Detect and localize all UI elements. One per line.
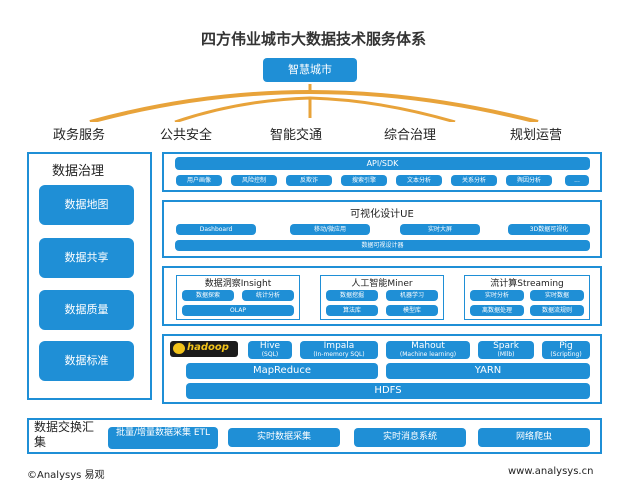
smart-city-box: 智慧城市	[263, 58, 357, 82]
hadoop-elephant-icon	[173, 343, 185, 354]
connector-arcs	[89, 84, 539, 122]
pig-box: Pig (Scripting)	[542, 341, 590, 359]
api-item-user-profile: 用户画像	[176, 175, 222, 186]
category-gov-services: 政务服务	[53, 128, 106, 143]
miner-model-lib: 模型库	[386, 305, 438, 316]
exchange-title: 数据交换汇集	[34, 420, 95, 449]
streaming-realtime-analysis: 实时分析	[470, 290, 524, 301]
hive-box: Hive (SQL)	[248, 341, 292, 359]
api-sdk-bar: API/SDK	[175, 157, 590, 170]
governance-title: 数据治理	[52, 164, 105, 179]
mapreduce-bar: MapReduce	[186, 363, 378, 379]
mahout-sub: (Machine learning)	[399, 351, 457, 358]
viz-designer-bar: 数据可视设计器	[175, 240, 590, 251]
data-map-box: 数据地图	[39, 185, 134, 225]
analytics-panel	[162, 266, 602, 326]
pig-label: Pig	[559, 341, 573, 351]
insight-box	[176, 275, 300, 320]
data-quality-box: 数据质量	[39, 290, 134, 330]
insight-title: 数据洞察Insight	[204, 279, 272, 289]
streaming-realtime-data: 实时数据	[530, 290, 584, 301]
yarn-bar: YARN	[386, 363, 590, 379]
hive-sub: (SQL)	[261, 351, 279, 358]
viz-mobile-app: 移动/微应用	[290, 224, 370, 235]
exchange-etl: 批量/增量数据采集 ETL	[108, 427, 218, 449]
category-planning: 规划运营	[510, 128, 563, 143]
impala-label: Impala	[323, 341, 355, 351]
api-item-text-analysis: 文本分析	[396, 175, 442, 186]
spark-box: Spark (Mllb)	[478, 341, 534, 359]
hadoop-logo-text: hadoop	[187, 342, 229, 353]
streaming-title: 流计算Streaming	[490, 279, 564, 289]
insight-stats: 统计分析	[242, 290, 294, 301]
viz-title: 可视化设计UE	[350, 209, 414, 220]
mahout-box: Mahout (Machine learning)	[386, 341, 470, 359]
api-item-anti-fraud: 反欺诈	[286, 175, 332, 186]
data-standard-box: 数据标准	[39, 341, 134, 381]
miner-algorithm-lib: 算法库	[326, 305, 378, 316]
data-share-box: 数据共享	[39, 238, 134, 278]
api-item-risk-control: 风险控制	[231, 175, 277, 186]
streaming-box	[464, 275, 590, 320]
api-item-more: ...	[565, 175, 589, 186]
exchange-message-system: 实时消息系统	[354, 428, 466, 447]
streaming-offline-processing: 离数据处理	[470, 305, 524, 316]
impala-box: Impala (In-memory SQL)	[300, 341, 378, 359]
exchange-web-crawler: 网络爬虫	[478, 428, 590, 447]
miner-machine-learning: 机器学习	[386, 290, 438, 301]
api-item-relation-analysis: 关系分析	[451, 175, 497, 186]
spark-sub: (Mllb)	[497, 351, 515, 358]
miner-title: 人工智能Miner	[351, 279, 413, 289]
miner-data-mining: 数据挖掘	[326, 290, 378, 301]
hdfs-bar: HDFS	[186, 383, 590, 399]
page-title: 四方伟业城市大数据技术服务体系	[200, 30, 426, 48]
viz-realtime-screen: 实时大屏	[400, 224, 480, 235]
impala-sub: (In-memory SQL)	[313, 351, 365, 358]
insight-explore: 数据探索	[182, 290, 234, 301]
viz-3d: 3D数据可视化	[508, 224, 590, 235]
footer-copyright: ©Analysys 易观	[27, 470, 105, 481]
footer-url: www.analysys.cn	[508, 466, 594, 477]
hive-label: Hive	[259, 341, 281, 351]
category-governance: 综合治理	[384, 128, 437, 143]
exchange-realtime-collection: 实时数据采集	[228, 428, 340, 447]
streaming-rules: 数据流规则	[530, 305, 584, 316]
hadoop-logo: hadoop	[170, 341, 238, 357]
pig-sub: (Scripting)	[550, 351, 582, 358]
category-smart-traffic: 智能交通	[270, 128, 323, 143]
api-item-search-engine: 搜索引擎	[341, 175, 387, 186]
api-item-cause-analysis: 舆因分析	[506, 175, 552, 186]
mahout-label: Mahout	[411, 341, 445, 351]
viz-dashboard: Dashboard	[176, 224, 256, 235]
miner-box	[320, 275, 444, 320]
spark-label: Spark	[493, 341, 519, 351]
insight-olap: OLAP	[182, 305, 294, 316]
category-public-safety: 公共安全	[160, 128, 213, 143]
